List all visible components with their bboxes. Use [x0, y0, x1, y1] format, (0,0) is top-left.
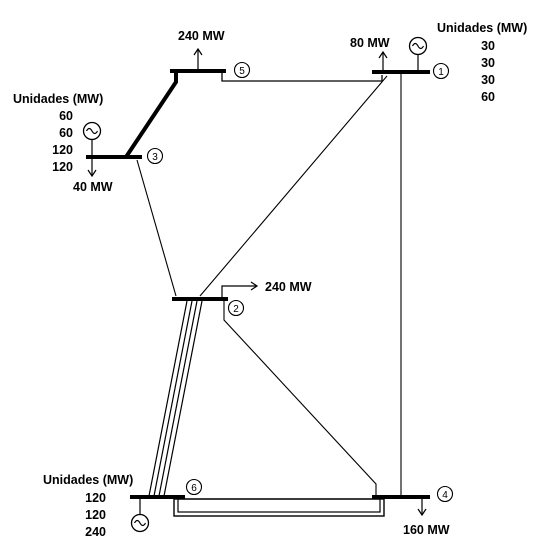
gen-unit-bus1-3: 30 — [481, 73, 495, 87]
gen-unit-bus1-1: 30 — [481, 39, 495, 53]
load-label-bus3: 40 MW — [73, 180, 113, 194]
bus-2-number: 2 — [233, 304, 239, 315]
generator-3-icon — [82, 121, 102, 141]
load-label-bus1: 80 MW — [350, 36, 390, 50]
line-3-5 — [124, 71, 178, 159]
load-label-bus2: 240 MW — [265, 280, 312, 294]
line-6-4-inner — [177, 498, 381, 513]
line-2-6-c — [158, 300, 198, 497]
load-arrow-1-head — [378, 50, 388, 59]
gen-units-heading-bus6: Unidades (MW) — [43, 473, 134, 487]
line-6-4-double — [173, 498, 385, 517]
bus-4-number: 4 — [442, 490, 448, 501]
bus-1-number: 1 — [438, 67, 444, 78]
gen-unit-bus1-4: 60 — [481, 90, 495, 104]
bus-3-number: 3 — [152, 152, 158, 163]
load-label-bus4: 160 MW — [403, 523, 450, 537]
gen-unit-bus6-3: 240 — [85, 525, 106, 539]
bus-1-marker — [432, 62, 450, 80]
bus-6-marker — [185, 478, 203, 496]
bus-2-marker — [227, 299, 245, 317]
gen-units-heading-bus1: Unidades (MW) — [437, 21, 528, 35]
line-1-2 — [199, 75, 388, 297]
load-arrow-4-head — [417, 508, 427, 517]
bus-5-number: 5 — [239, 66, 245, 77]
bus-5-marker — [233, 61, 251, 79]
gen-unit-bus3-1: 60 — [59, 109, 73, 123]
bus-4-marker — [436, 485, 454, 503]
gen-unit-bus3-3: 120 — [52, 143, 73, 157]
gen-unit-bus3-4: 120 — [52, 160, 73, 174]
gen-unit-bus6-2: 120 — [85, 508, 106, 522]
load-arrow-5-head — [193, 47, 203, 56]
gen-unit-bus3-2: 60 — [59, 126, 73, 140]
line-2-6-a — [148, 300, 188, 497]
load-label-bus5: 240 MW — [178, 29, 225, 43]
load-arrow-2 — [221, 285, 256, 299]
line-5-1 — [221, 72, 383, 82]
line-2-4 — [223, 301, 377, 496]
line-3-2 — [136, 159, 177, 297]
bus-6-number: 6 — [191, 483, 197, 494]
line-2-6-d — [163, 300, 203, 497]
gen-unit-bus1-2: 30 — [481, 56, 495, 70]
gen-units-heading-bus3: Unidades (MW) — [13, 92, 104, 106]
bus-3-marker — [146, 147, 164, 165]
load-arrow-3-head — [87, 169, 97, 178]
load-arrow-2-head — [250, 281, 259, 291]
gen-unit-bus6-1: 120 — [85, 491, 106, 505]
line-2-6-b — [153, 300, 193, 497]
generator-6-icon — [130, 513, 150, 533]
generator-1-icon — [408, 36, 428, 56]
